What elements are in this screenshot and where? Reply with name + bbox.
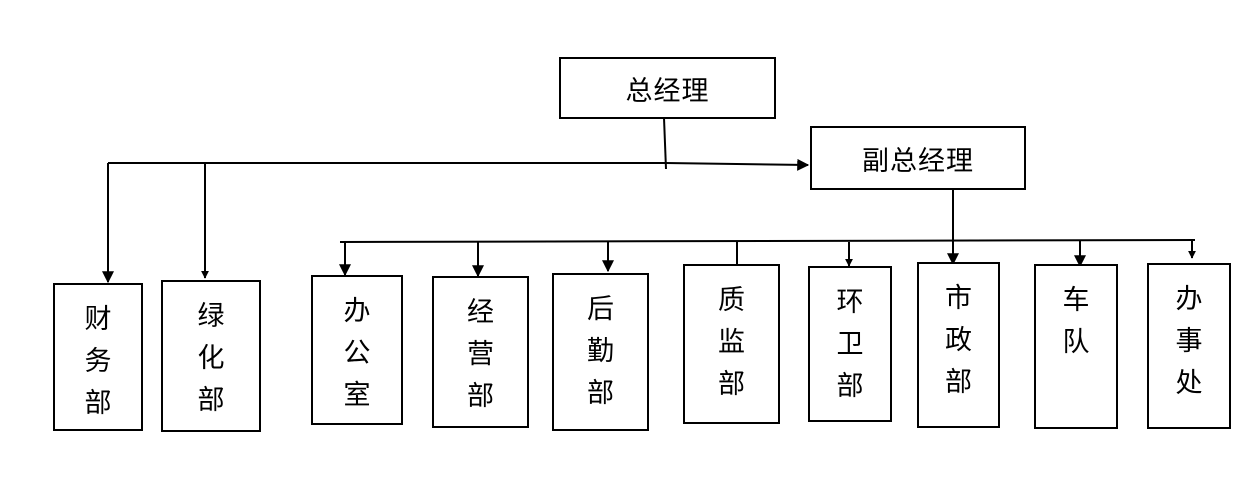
department-municipal: 市 政 部 — [917, 262, 1000, 428]
dept-char: 绿 — [197, 301, 225, 332]
department-sanitation: 环 卫 部 — [808, 266, 892, 422]
dept-char: 环 — [836, 287, 864, 318]
dept-char: 监 — [718, 327, 745, 358]
department-logistics: 后 勤 部 — [552, 273, 649, 431]
dept-char: 经 — [467, 297, 494, 328]
right-horizontal-line — [339, 239, 1196, 243]
dept-char: 部 — [836, 371, 864, 402]
general-manager-box: 总经理 — [559, 57, 776, 119]
dept-char: 务 — [84, 346, 112, 377]
arrow-to-vgm — [665, 158, 810, 171]
dept-char: 营 — [467, 339, 494, 370]
dept-char: 财 — [84, 304, 112, 335]
dept-char: 部 — [84, 388, 112, 419]
dept-char: 部 — [945, 367, 972, 398]
gm-trunk-line — [663, 117, 667, 170]
dept-char: 化 — [197, 343, 225, 374]
department-office: 办 公 室 — [311, 275, 403, 425]
dept-char: 办 — [1175, 284, 1203, 315]
deputy-general-manager-box: 副总经理 — [810, 126, 1026, 190]
dept-char: 部 — [467, 381, 494, 412]
department-fleet: 车 队 — [1034, 264, 1118, 429]
dept-char: 部 — [718, 369, 745, 400]
dept-char: 队 — [1062, 327, 1090, 358]
dept-char: 后 — [587, 294, 614, 325]
deputy-general-manager-label: 副总经理 — [862, 145, 974, 177]
department-quality-supervision: 质 监 部 — [683, 264, 780, 424]
dept-char: 车 — [1062, 285, 1090, 316]
department-greening: 绿 化 部 — [161, 280, 261, 432]
dept-char: 政 — [945, 325, 972, 356]
dept-char: 事 — [1175, 326, 1203, 357]
dept-char: 部 — [197, 385, 225, 416]
dept-char: 勤 — [587, 336, 614, 367]
dept-char: 公 — [343, 338, 371, 369]
dept-char: 处 — [1175, 368, 1203, 399]
general-manager-label: 总经理 — [625, 75, 710, 107]
department-field-office: 办 事 处 — [1147, 263, 1231, 429]
department-finance: 财 务 部 — [53, 283, 143, 431]
dept-char: 卫 — [836, 329, 864, 360]
dept-char: 部 — [587, 378, 614, 409]
dept-char: 市 — [945, 283, 972, 314]
dept-char: 室 — [343, 380, 371, 411]
department-operations: 经 营 部 — [432, 276, 529, 428]
dept-char: 质 — [718, 285, 745, 316]
dept-char: 办 — [343, 296, 371, 327]
